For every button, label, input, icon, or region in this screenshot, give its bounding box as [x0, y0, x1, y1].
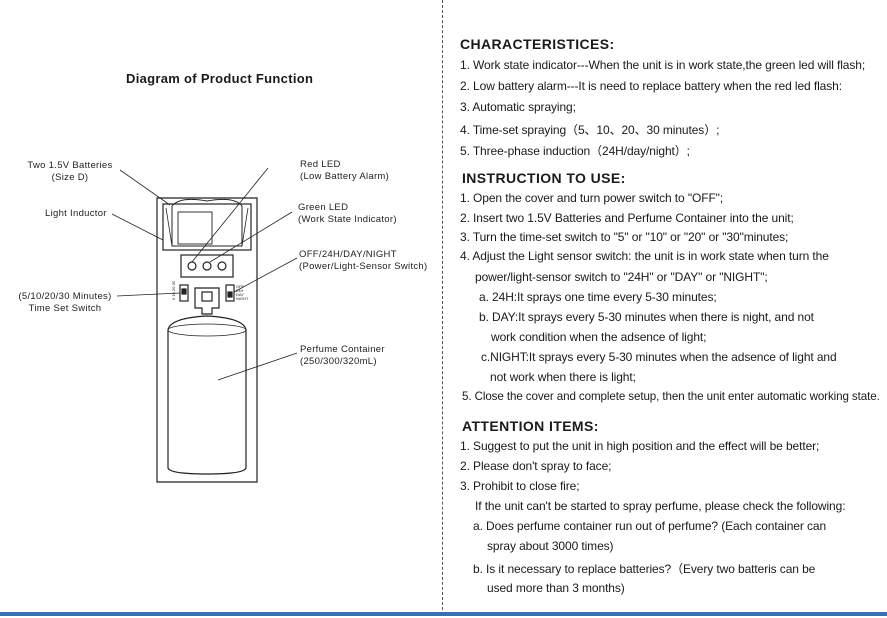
- device-diagram: 5 10 20 30 OFF 24H DAY NIGHT: [111, 167, 298, 483]
- instruction-line: c.NIGHT:It sprays every 5-30 minutes whe…: [481, 350, 837, 364]
- instruction-line: b. DAY:It sprays every 5-30 minutes when…: [479, 310, 814, 324]
- characteristics-line: 5. Three-phase induction（24H/day/night）;: [460, 144, 690, 158]
- green-led-icon: [202, 261, 212, 271]
- label-green-led: Green LED (Work State Indicator): [298, 202, 397, 225]
- svg-text:NIGHT: NIGHT: [236, 296, 249, 301]
- attention-line: spray about 3000 times): [487, 539, 614, 553]
- sensor-icon: [217, 261, 227, 271]
- nozzle: [194, 287, 220, 315]
- perfume-can: [167, 315, 247, 475]
- label-time-set-switch: (5/10/20/30 Minutes) Time Set Switch: [18, 291, 112, 314]
- attention-line: a. Does perfume container run out of per…: [473, 519, 827, 533]
- instruction-line: 4. Adjust the Light sensor switch: the u…: [460, 249, 829, 263]
- mode-switch-marks: OFF 24H DAY NIGHT: [236, 284, 249, 301]
- attention-line: b. Is it necessary to replace batteries?…: [473, 562, 816, 576]
- characteristics-line: 1. Work state indicator---When the unit …: [460, 58, 866, 72]
- characteristics-heading: CHARACTERISTICES:: [460, 36, 615, 52]
- label-batteries: Two 1.5V Batteries (Size D): [27, 160, 113, 183]
- instruction-line: a. 24H:It sprays one time every 5-30 min…: [479, 290, 717, 304]
- instruction-line: 3. Turn the time-set switch to "5" or "1…: [460, 230, 789, 244]
- device-body: [156, 197, 258, 483]
- instruction-line: work condition when the adsence of light…: [491, 330, 707, 344]
- label-perfume-container: Perfume Container (250/300/320mL): [300, 344, 385, 367]
- bottom-rule: [0, 612, 887, 616]
- batteries: [171, 198, 243, 247]
- instruction-heading: INSTRUCTION TO USE:: [462, 170, 626, 186]
- svg-text:OFF: OFF: [236, 284, 245, 289]
- attention-heading: ATTENTION ITEMS:: [462, 418, 599, 434]
- red-led-icon: [187, 261, 197, 271]
- characteristics-line: 4. Time-set spraying（5、10、20、30 minutes）…: [460, 123, 720, 137]
- svg-text:DAY: DAY: [236, 292, 244, 297]
- led-panel: [180, 254, 234, 278]
- svg-text:24H: 24H: [236, 288, 243, 293]
- diagram-title: Diagram of Product Function: [126, 71, 314, 86]
- time-switch-marks: 5 10 20 30: [171, 280, 176, 300]
- attention-line: 3. Prohibit to close fire;: [460, 479, 580, 493]
- instruction-line: power/light-sensor switch to "24H" or "D…: [475, 270, 768, 284]
- attention-line: If the unit can't be started to spray pe…: [475, 499, 846, 513]
- label-mode-switch: OFF/24H/DAY/NIGHT (Power/Light-Sensor Sw…: [299, 249, 428, 272]
- instruction-line: 1. Open the cover and turn power switch …: [460, 191, 724, 205]
- instruction-line: 5. Close the cover and complete setup, t…: [462, 390, 880, 403]
- label-red-led: Red LED (Low Battery Alarm): [300, 159, 390, 182]
- characteristics-line: 2. Low battery alarm---It is need to rep…: [460, 79, 842, 93]
- mode-switch: [225, 284, 235, 302]
- attention-line: 2. Please don't spray to face;: [460, 459, 612, 473]
- attention-line: used more than 3 months): [487, 581, 625, 595]
- battery-compartment: [162, 203, 252, 251]
- column-divider: [442, 0, 443, 610]
- instruction-line: 2. Insert two 1.5V Batteries and Perfume…: [460, 211, 794, 225]
- attention-line: 1. Suggest to put the unit in high posit…: [460, 439, 820, 453]
- characteristics-line: 3. Automatic spraying;: [460, 100, 576, 114]
- instruction-line: not work when there is light;: [490, 370, 636, 384]
- label-light-inductor: Light Inductor: [45, 208, 107, 219]
